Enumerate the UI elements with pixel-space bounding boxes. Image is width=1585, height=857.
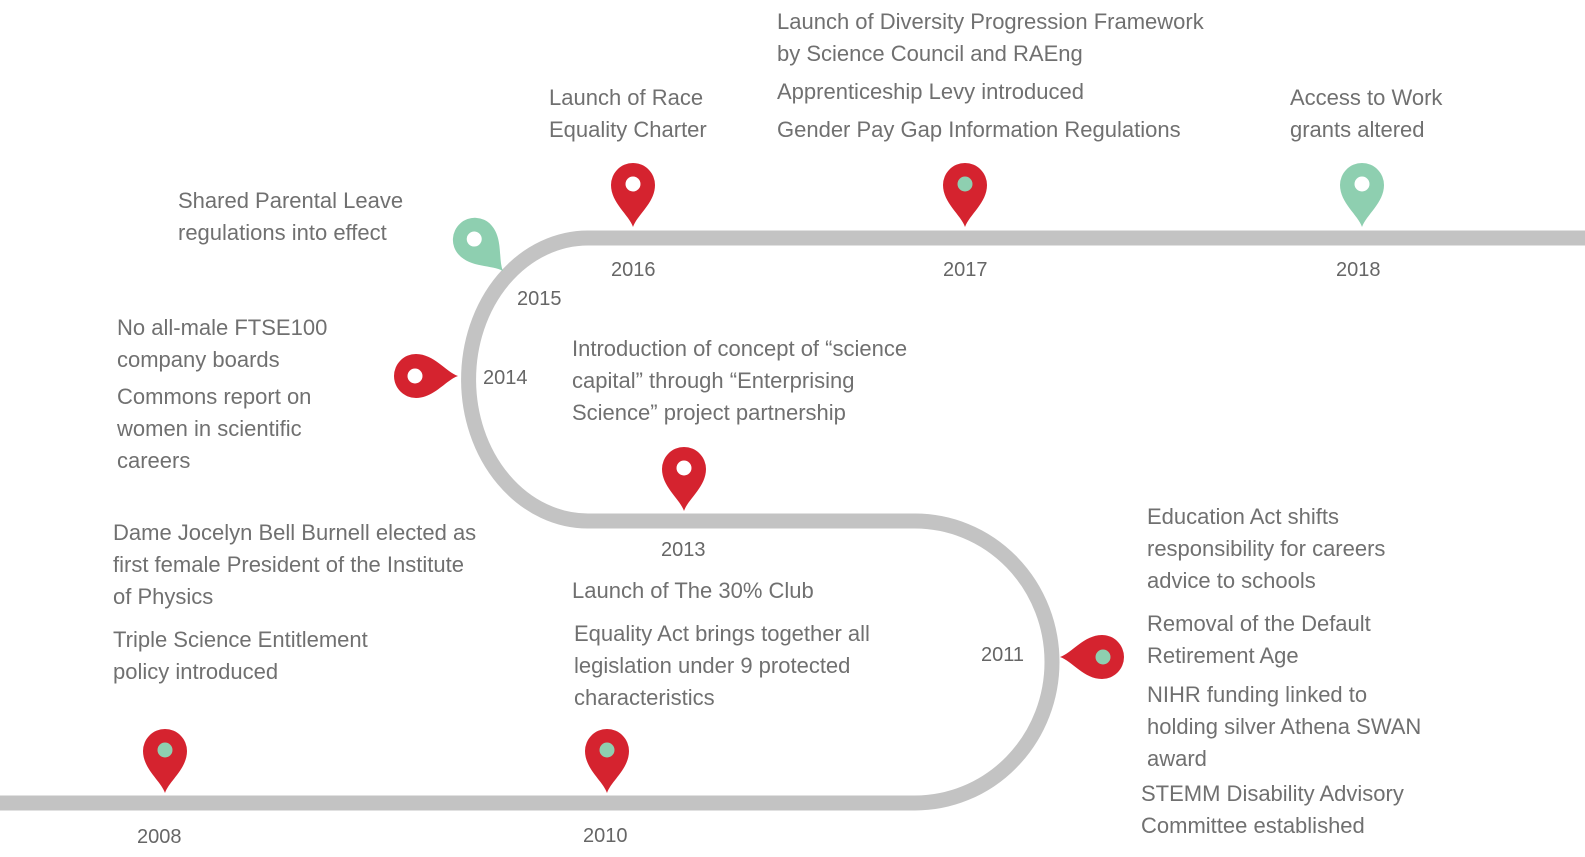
year-label-2014: 2014 [483,367,528,389]
pin-body [943,163,987,227]
event-line: No all-male FTSE100 [117,315,328,340]
event-line: Launch of Race [549,85,704,110]
event-2015-shared-parental-leave: Shared Parental Leave regulations into e… [178,185,403,249]
pin-body [143,729,187,793]
event-line: Gender Pay Gap Information Regulations [777,117,1181,142]
event-2014-ftse100-boards: No all-male FTSE100 company boards [117,312,327,376]
map-pin-icon [662,447,706,511]
event-line: characteristics [574,685,715,710]
event-line: careers [117,448,191,473]
event-2016-race-equality-charter: Launch of Race Equality Charter [549,82,707,146]
year-label-2017: 2017 [943,259,988,281]
event-line: Removal of the Default [1147,611,1371,636]
event-line: capital” through “Enterprising [572,368,855,393]
event-line: legislation under 9 protected [574,653,851,678]
pin-dot [1354,176,1370,192]
event-line: Apprenticeship Levy introduced [777,79,1084,104]
event-line: women in scientific [117,416,302,441]
event-line: grants altered [1290,117,1425,142]
pin-dot [407,368,423,384]
event-2013-science-capital: Introduction of concept of “science capi… [572,333,907,429]
event-line: of Physics [113,584,214,609]
pin-body [1060,635,1124,679]
year-label-2016: 2016 [611,259,656,281]
map-pin-icon [452,217,503,271]
event-line: STEMM Disability Advisory [1141,781,1404,806]
event-2008-bell-burnell: Dame Jocelyn Bell Burnell elected as fir… [113,517,476,613]
event-line: Commons report on [117,384,312,409]
event-2011-nihr-athena-swan: NIHR funding linked to holding silver At… [1147,679,1421,775]
event-2017-apprenticeship-levy: Apprenticeship Levy introduced [777,76,1084,108]
event-line: Introduction of concept of “science [572,336,908,361]
event-line: NIHR funding linked to [1147,682,1368,707]
pin-dot [676,460,692,476]
event-line: advice to schools [1147,568,1316,593]
event-line: company boards [117,347,280,372]
event-line: Shared Parental Leave [178,188,404,213]
event-2011-education-act: Education Act shifts responsibility for … [1147,501,1385,597]
event-line: Dame Jocelyn Bell Burnell elected as [113,520,477,545]
event-line: Committee established [1141,813,1365,838]
event-2010-30-percent-club: Launch of The 30% Club [572,575,814,607]
event-2017-diversity-framework: Launch of Diversity Progression Framewor… [777,6,1204,70]
pin-body [662,447,706,511]
event-2011-stemm-disability: STEMM Disability Advisory Committee esta… [1141,778,1404,842]
pin-dot [466,231,482,247]
pin-body [611,163,655,227]
event-line: Science” project partnership [572,400,846,425]
map-pin-icon [611,163,655,227]
event-2017-gender-pay-gap: Gender Pay Gap Information Regulations [777,114,1181,146]
map-pin-icon [143,729,187,793]
event-2014-commons-report: Commons report on women in scientific ca… [117,381,311,477]
event-line: Equality Charter [549,117,707,142]
map-pin-icon [1060,635,1124,679]
pin-body [585,729,629,793]
year-label-2011: 2011 [981,644,1025,666]
year-label-2018: 2018 [1336,259,1381,281]
map-pin-icon [394,354,458,398]
event-line: regulations into effect [178,220,387,245]
pin-dot [157,742,173,758]
pin-body [1340,163,1384,227]
year-label-2008: 2008 [137,826,182,848]
year-label-2015: 2015 [517,288,562,310]
pin-dot [957,176,973,192]
event-line: responsibility for careers [1147,536,1386,561]
pin-dot [625,176,641,192]
event-2010-equality-act: Equality Act brings together all legisla… [574,618,870,714]
map-pin-icon [1340,163,1384,227]
year-label-2010: 2010 [583,825,628,847]
pin-body [394,354,458,398]
event-line: Launch of The 30% Club [572,578,814,603]
event-line: policy introduced [113,659,279,684]
event-2008-triple-science: Triple Science Entitlement policy introd… [113,624,368,688]
map-pin-icon [943,163,987,227]
pin-dot [599,742,615,758]
event-line: first female President of the Institute [113,552,464,577]
event-line: Retirement Age [1147,643,1299,668]
map-pin-icon [585,729,629,793]
event-line: Equality Act brings together all [574,621,870,646]
pins-layer [143,163,1384,793]
event-2018-access-to-work: Access to Work grants altered [1290,82,1442,146]
event-line: by Science Council and RAEng [777,41,1083,66]
event-2011-default-retirement-age: Removal of the Default Retirement Age [1147,608,1371,672]
pin-dot [1095,649,1111,665]
event-line: Access to Work [1290,85,1443,110]
timeline-track [0,230,1585,811]
event-line: award [1147,746,1207,771]
event-line: Launch of Diversity Progression Framewor… [777,9,1204,34]
year-label-2013: 2013 [661,539,706,561]
event-line: Triple Science Entitlement [113,627,368,652]
event-line: holding silver Athena SWAN [1147,714,1422,739]
event-line: Education Act shifts [1147,504,1339,529]
